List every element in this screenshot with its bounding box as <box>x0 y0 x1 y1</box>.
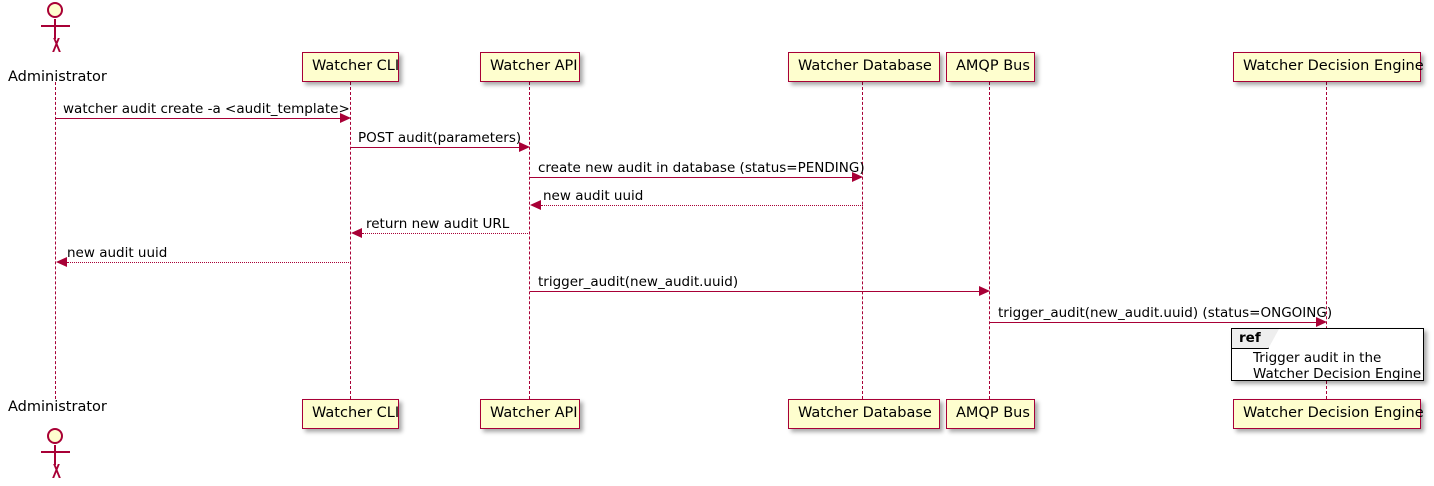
message-arrowhead-3 <box>852 172 863 182</box>
fragment-body-line-2: Watcher Decision Engine <box>1253 366 1422 382</box>
message-arrowhead-6 <box>56 257 67 267</box>
actor-arms <box>41 25 70 27</box>
actor-arms <box>41 451 70 453</box>
message-line-2 <box>351 147 519 148</box>
message-line-7 <box>530 291 979 292</box>
fragment-body-line-1: Trigger audit in the <box>1253 350 1382 366</box>
actor-body <box>54 19 56 39</box>
lifeline-cli <box>350 82 352 399</box>
participant-engine-bottom[interactable]: Watcher Decision Engine <box>1233 399 1424 429</box>
participant-label: Watcher API <box>490 405 578 421</box>
participant-label: Watcher Decision Engine <box>1243 58 1424 74</box>
participant-engine-top[interactable]: Watcher Decision Engine <box>1233 52 1424 82</box>
message-arrowhead-1 <box>340 113 351 123</box>
message-line-5 <box>362 233 530 234</box>
participant-label: Watcher Database <box>798 58 932 74</box>
message-line-1 <box>56 118 340 119</box>
lifeline-amqp <box>989 82 991 399</box>
message-arrowhead-2 <box>519 142 530 152</box>
message-arrowhead-5 <box>351 228 362 238</box>
lifeline-db <box>862 82 864 399</box>
participant-amqp-bottom[interactable]: AMQP Bus <box>946 399 1035 429</box>
message-label-7: trigger_audit(new_audit.uuid) <box>538 274 739 290</box>
fragment-tab-label: ref <box>1232 329 1279 349</box>
actor-body <box>54 445 56 465</box>
lifeline-admin <box>55 82 57 399</box>
actor-head <box>47 2 63 18</box>
message-label-4: new audit uuid <box>543 188 644 204</box>
participant-cli-top[interactable]: Watcher CLI <box>302 52 399 82</box>
message-arrowhead-7 <box>979 286 990 296</box>
participant-cli-bottom[interactable]: Watcher CLI <box>302 399 399 429</box>
message-line-3 <box>530 177 852 178</box>
message-line-4 <box>541 205 863 206</box>
participant-label: Watcher Database <box>798 405 932 421</box>
actor-label-admin-bottom: Administrator <box>8 399 107 415</box>
participant-label: Watcher CLI <box>312 58 400 74</box>
actor-head <box>47 428 63 444</box>
message-label-1: watcher audit create -a <audit_template> <box>63 101 350 117</box>
message-arrowhead-4 <box>530 200 541 210</box>
actor-admin-top[interactable] <box>35 2 77 54</box>
message-line-6 <box>67 262 351 263</box>
message-label-3: create new audit in database (status=PEN… <box>538 160 865 176</box>
message-line-8 <box>990 322 1316 323</box>
participant-amqp-top[interactable]: AMQP Bus <box>946 52 1035 82</box>
participant-db-bottom[interactable]: Watcher Database <box>788 399 940 429</box>
participant-label: Watcher CLI <box>312 405 400 421</box>
participant-api-top[interactable]: Watcher API <box>480 52 580 82</box>
message-label-5: return new audit URL <box>366 216 510 232</box>
participant-label: Watcher API <box>490 58 578 74</box>
participant-db-top[interactable]: Watcher Database <box>788 52 940 82</box>
participant-label: AMQP Bus <box>956 58 1030 74</box>
actor-admin-bottom[interactable] <box>35 428 77 480</box>
participant-label: AMQP Bus <box>956 405 1030 421</box>
lifeline-api <box>529 82 531 399</box>
participant-api-bottom[interactable]: Watcher API <box>480 399 580 429</box>
message-label-2: POST audit(parameters) <box>358 130 522 146</box>
message-label-6: new audit uuid <box>67 245 168 261</box>
participant-label: Watcher Decision Engine <box>1243 405 1424 421</box>
message-label-8: trigger_audit(new_audit.uuid) (status=ON… <box>998 305 1333 321</box>
lifeline-engine <box>1326 82 1328 399</box>
actor-label-admin-top: Administrator <box>8 69 107 85</box>
message-arrowhead-8 <box>1316 317 1327 327</box>
